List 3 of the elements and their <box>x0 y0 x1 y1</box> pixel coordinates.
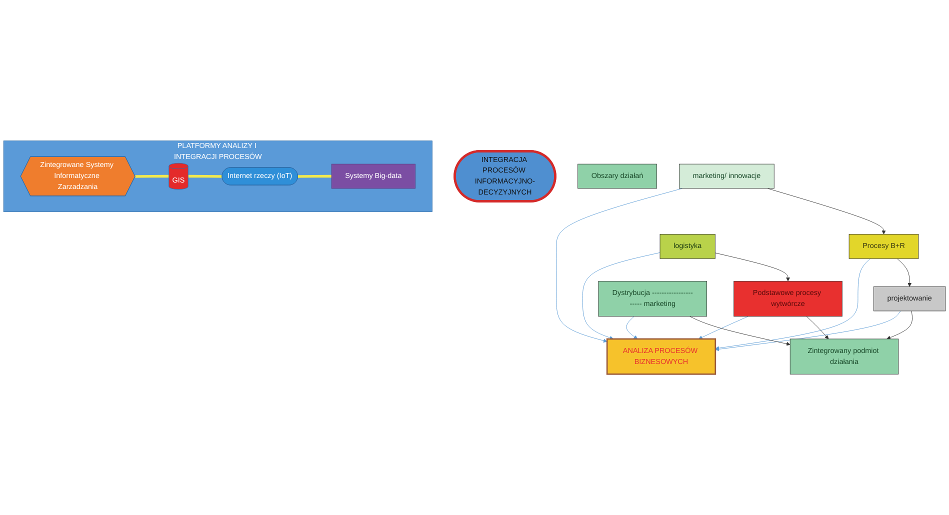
connector <box>188 174 222 178</box>
connector <box>298 174 332 178</box>
connector <box>135 174 169 178</box>
